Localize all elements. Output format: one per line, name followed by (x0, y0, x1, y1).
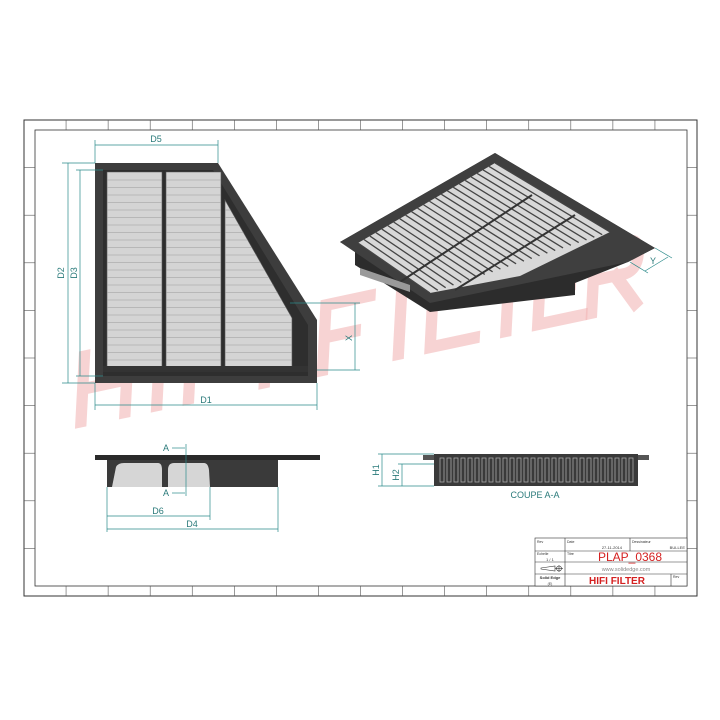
dim-h1-label: H1 (371, 464, 381, 476)
dim-d2-label: D2 (56, 267, 66, 279)
iso-slat (458, 183, 564, 249)
section-pleat (544, 457, 550, 483)
dim-y-label: Y (650, 256, 656, 266)
section-pleat (446, 457, 452, 483)
tb-website: www.solidedge.com (601, 567, 651, 573)
tb-software-sub: (E) (548, 582, 553, 586)
section-pleat (558, 457, 564, 483)
iso-slat (357, 242, 431, 294)
section-pleat (600, 457, 606, 483)
tb-rev-label: Rev (673, 575, 679, 579)
section-pleat (453, 457, 459, 483)
dim-x-label: X (344, 335, 354, 341)
section-pleat (467, 457, 473, 483)
iso-slat (470, 176, 580, 244)
tb-title-label: Titre (567, 552, 574, 556)
iso-slat (482, 169, 595, 238)
section-pleat (439, 457, 445, 483)
iso-slat (464, 179, 572, 246)
section-pleat (579, 457, 585, 483)
section-pleat (460, 457, 466, 483)
dim-h2-label: H2 (391, 469, 401, 481)
dim-d5-label: D5 (150, 134, 162, 144)
iso-slat (488, 165, 603, 236)
section-pleat (523, 457, 529, 483)
top-view-dimensions: D5 D2 D3 D1 X (56, 134, 360, 410)
iso-slat (363, 238, 439, 291)
section-marker-top: A (163, 443, 169, 453)
iso-slat (417, 207, 509, 268)
iso-slat (441, 193, 540, 257)
iso-slat (476, 172, 587, 241)
tb-rev-label-top: Rev (537, 540, 543, 544)
section-pleat (502, 457, 508, 483)
section-pleat (572, 457, 578, 483)
iso-slat (494, 162, 611, 233)
iso-slat (381, 228, 462, 283)
tb-software: Solid Edge (540, 575, 561, 580)
section-pleat (586, 457, 592, 483)
isometric-view: Y (340, 153, 673, 312)
tb-designer-label: Dessinateur (632, 540, 652, 544)
first-angle-projection-icon (540, 565, 563, 572)
filter-panel (106, 171, 163, 371)
iso-slat (452, 186, 556, 252)
dim-d1-label: D1 (200, 395, 212, 405)
top-view (95, 163, 317, 383)
section-pleat (474, 457, 480, 483)
section-marker-bottom: A (163, 488, 169, 498)
title-block (534, 537, 688, 587)
filter-panel (165, 171, 222, 371)
dim-d6-label: D6 (152, 506, 164, 516)
tb-date: 27-11-2014 (602, 545, 623, 550)
tb-part-number: PLAP_0368 (598, 550, 662, 564)
section-pleat (516, 457, 522, 483)
frame-bottom-rail (103, 366, 308, 372)
section-pleat (565, 457, 571, 483)
iso-slat (375, 232, 454, 286)
section-pleat (551, 457, 557, 483)
section-pleat (530, 457, 536, 483)
iso-slat (393, 221, 478, 278)
section-view: H1 H2 COUPE A-A (371, 453, 649, 500)
section-pleat (628, 457, 634, 483)
section-label: COUPE A-A (510, 490, 559, 500)
dim-d4-label: D4 (186, 519, 198, 529)
iso-slat (369, 235, 447, 289)
iso-slat (405, 214, 493, 273)
section-pleat (621, 457, 627, 483)
tb-brand: HIFI FILTER (589, 576, 646, 587)
dim-d3-label: D3 (69, 267, 79, 279)
section-pleat (614, 457, 620, 483)
section-pleat (537, 457, 543, 483)
tb-designer: BULLEE (670, 545, 686, 550)
side-view: A A D6 D4 (95, 443, 320, 532)
section-pleat (607, 457, 613, 483)
tb-date-label: Date (567, 540, 574, 544)
iso-slat (435, 197, 533, 260)
iso-slat (423, 204, 517, 265)
iso-slat (411, 211, 501, 270)
tb-scale-label: Echelle (537, 552, 549, 556)
frame-grid-ticks (24, 120, 697, 596)
watermark-letter (316, 288, 377, 378)
section-pleat (481, 457, 487, 483)
tb-scale: 1 / 1 (546, 557, 555, 562)
iso-slat (399, 218, 486, 275)
section-pleat (593, 457, 599, 483)
watermark-letter (392, 281, 408, 362)
section-pleat (495, 457, 501, 483)
section-pleat (509, 457, 515, 483)
iso-slat (387, 225, 470, 281)
section-pleat (488, 457, 494, 483)
